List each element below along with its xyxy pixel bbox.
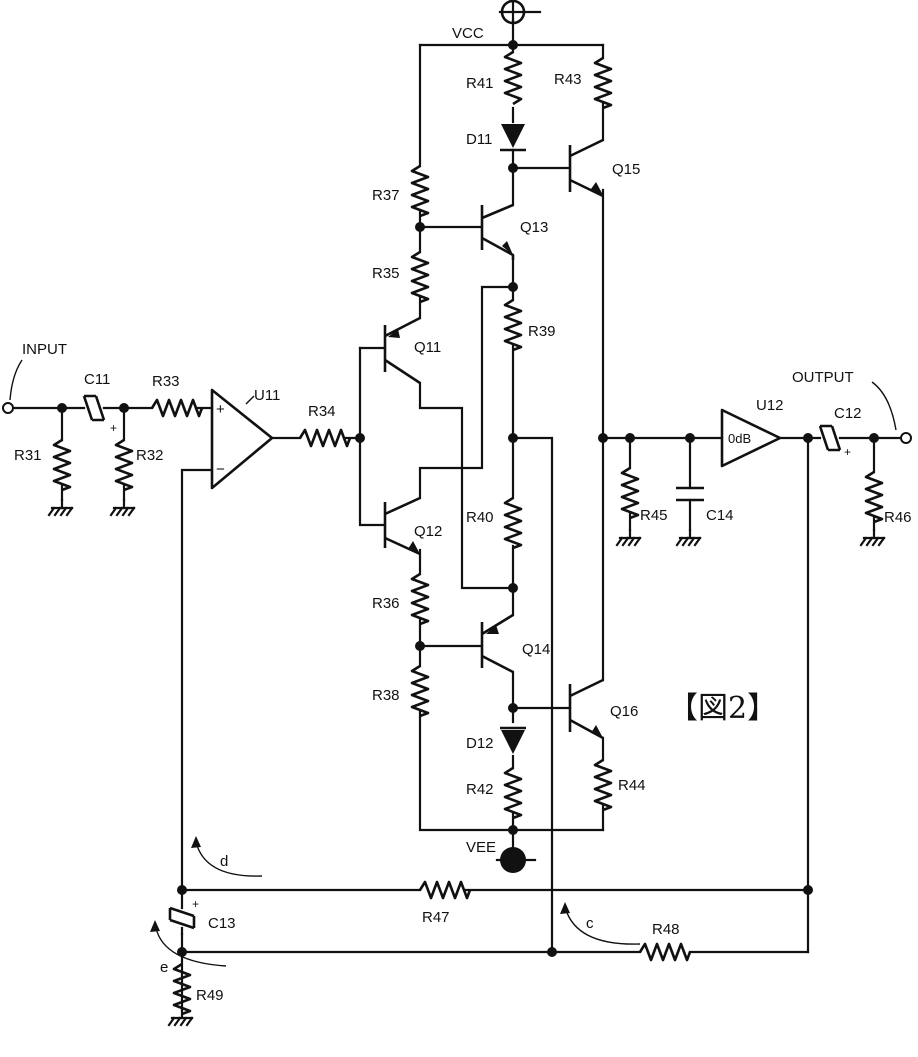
q14-label: Q14: [522, 641, 550, 658]
capacitors: [82, 394, 842, 936]
resistor-r41: [503, 50, 523, 106]
output-label: OUTPUT: [792, 369, 854, 386]
u12-gain: 0dB: [728, 431, 751, 446]
c13-plus: +: [192, 897, 199, 911]
resistors: [52, 50, 884, 1016]
resistor-r42: [503, 766, 523, 820]
r35-label: R35: [372, 265, 400, 282]
r40-label: R40: [466, 509, 494, 526]
transistor-q11: [383, 316, 421, 385]
r44-label: R44: [618, 777, 646, 794]
q16-label: Q16: [610, 703, 638, 720]
resistor-r39: [503, 298, 523, 352]
resistor-r32: [114, 438, 134, 492]
d12-label: D12: [466, 735, 494, 752]
resistor-r47: [418, 880, 472, 900]
diode-d11: [500, 124, 526, 152]
capacitor-c14: [676, 486, 704, 502]
ground-symbols: [47, 498, 886, 1027]
c12-label: C12: [834, 405, 862, 422]
r43-label: R43: [554, 71, 582, 88]
wires: [8, 18, 904, 1012]
r39-label: R39: [528, 323, 556, 340]
r48-label: R48: [652, 921, 680, 938]
vee-label: VEE: [466, 839, 496, 856]
u11-plus: +: [216, 401, 225, 418]
resistor-r35: [410, 250, 430, 304]
transistor-q14: [480, 613, 514, 674]
transistors: [383, 138, 604, 740]
resistor-r33: [150, 398, 204, 418]
junctions: [57, 40, 879, 957]
resistor-r37: [410, 164, 430, 218]
d11-label: D11: [466, 131, 492, 148]
input-terminal[interactable]: [2, 402, 14, 414]
transistor-q16: [568, 678, 604, 740]
output-terminal[interactable]: [900, 432, 912, 444]
c11-plus: +: [110, 421, 117, 435]
r45-label: R45: [640, 507, 668, 524]
c14-label: C14: [706, 507, 734, 524]
u12-label: U12: [756, 397, 784, 414]
u11-label: U11: [254, 387, 280, 404]
r33-label: R33: [152, 373, 180, 390]
r47-label: R47: [422, 909, 450, 926]
r34-label: R34: [308, 403, 336, 420]
q13-label: Q13: [520, 219, 548, 236]
resistor-r40: [503, 496, 523, 550]
resistor-r46: [864, 470, 884, 524]
component-labels: R41 R43 D11 Q15 R37 Q13 R35 R39 Q11 C11 …: [14, 71, 912, 1004]
capacitor-c12: [818, 424, 842, 452]
capacitor-c11: [82, 394, 106, 422]
r37-label: R37: [372, 187, 400, 204]
transistor-q15: [568, 138, 604, 198]
vcc-terminal: [498, 0, 542, 26]
current-e-label: e: [160, 959, 168, 976]
r31-label: R31: [14, 447, 42, 464]
figure-title: 【図2】: [668, 691, 777, 726]
transistor-q12: [383, 496, 421, 556]
r41-label: R41: [466, 75, 494, 92]
resistor-r31: [52, 438, 72, 492]
vcc-label: VCC: [452, 25, 484, 42]
opamp-u11: [210, 388, 274, 490]
capacitor-c13: [168, 906, 196, 936]
r42-label: R42: [466, 781, 494, 798]
c12-plus: +: [844, 445, 851, 459]
transistor-q13: [480, 203, 515, 260]
resistor-r43: [593, 56, 613, 110]
resistor-r34: [298, 428, 352, 448]
current-d-label: d: [220, 853, 228, 870]
q11-label: Q11: [414, 339, 441, 356]
current-arrows: [150, 836, 641, 967]
r46-label: R46: [884, 509, 912, 526]
r36-label: R36: [372, 595, 400, 612]
resistor-r36: [410, 572, 430, 626]
r49-label: R49: [196, 987, 224, 1004]
c11-label: C11: [84, 371, 110, 388]
diode-d12: [500, 726, 526, 754]
q12-label: Q12: [414, 523, 442, 540]
current-c-label: c: [586, 915, 594, 932]
resistor-r44: [593, 758, 613, 812]
q15-label: Q15: [612, 161, 640, 178]
c13-label: C13: [208, 915, 236, 932]
resistor-r48: [638, 942, 692, 962]
resistor-r45: [620, 466, 640, 520]
resistor-r49: [172, 962, 192, 1016]
r38-label: R38: [372, 687, 400, 704]
buffer-u12: [720, 408, 782, 468]
u11-minus: −: [216, 461, 225, 478]
input-label: INPUT: [22, 341, 67, 358]
vee-terminal: [495, 847, 537, 873]
resistor-r38: [410, 664, 430, 718]
r32-label: R32: [136, 447, 164, 464]
